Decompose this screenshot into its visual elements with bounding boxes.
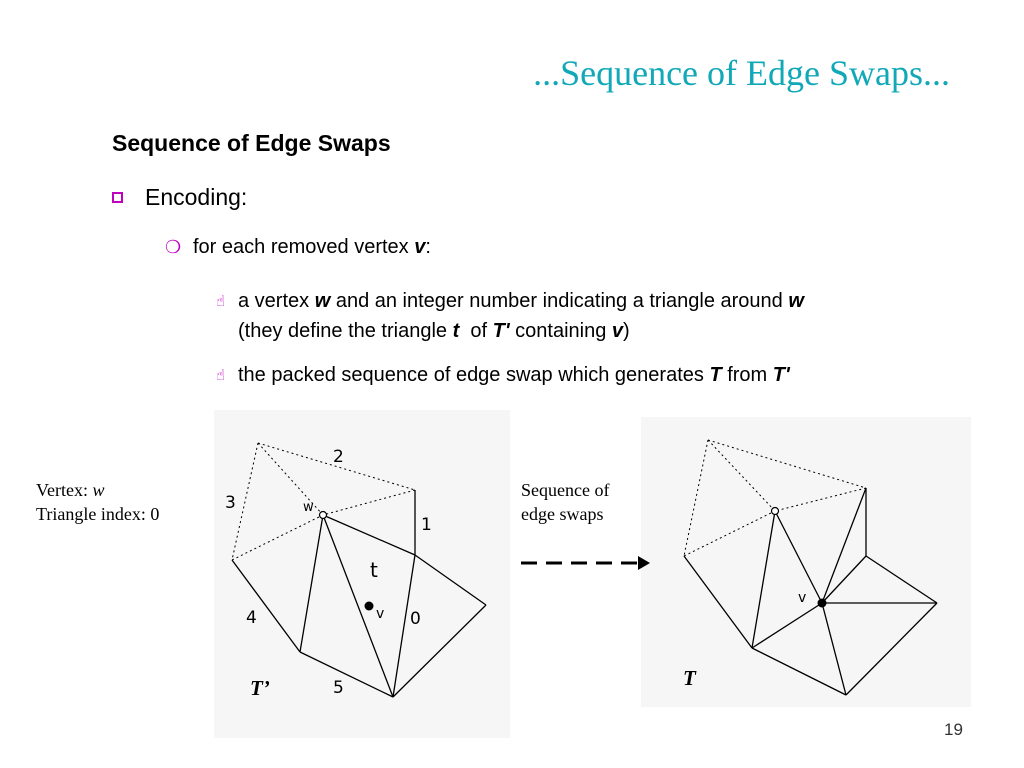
- edge: [322, 514, 394, 698]
- bullet-vertex-and-integer: ☝ a vertex w and an integer number indica…: [216, 286, 804, 346]
- t-label: T: [683, 666, 696, 690]
- swap-arrow: [521, 556, 650, 570]
- right-triangulation: v: [683, 439, 938, 696]
- left-dotted-edges: [231, 442, 416, 561]
- vertex-w-label: w: [303, 500, 314, 515]
- edge: [751, 647, 847, 696]
- edge: [414, 554, 487, 606]
- bullet-packed-sequence: ☝ the packed sequence of edge swap which …: [216, 364, 790, 387]
- vertex-w-marker: [770, 506, 780, 516]
- page-number: 19: [944, 720, 963, 739]
- vertex-v-marker: [364, 601, 374, 611]
- var-T: T: [709, 364, 722, 386]
- left-diagram-background: [214, 410, 510, 738]
- text-c: (they define the triangle: [238, 320, 453, 342]
- edge-number-label: 3: [225, 493, 236, 513]
- edge: [707, 439, 776, 512]
- edge: [821, 487, 867, 604]
- var-v: v: [611, 320, 624, 342]
- text-a: the packed sequence of edge swap which g…: [238, 364, 710, 386]
- text-b: and an integer number indicating a trian…: [330, 290, 789, 312]
- bullet-removed-vertex-text: for each removed vertex: [193, 236, 415, 258]
- edge: [683, 439, 709, 557]
- var-w: w: [314, 290, 331, 312]
- vertex-v-label: v: [376, 606, 384, 622]
- pointing-hand-icon: ☝: [216, 292, 226, 310]
- right-solid-edges: [683, 487, 938, 696]
- edge: [821, 555, 867, 604]
- edge: [322, 489, 416, 516]
- edge-number-label: 5: [333, 678, 344, 698]
- edge: [322, 514, 416, 556]
- middle-caption-line2: edge swaps: [521, 504, 604, 524]
- edge: [774, 510, 823, 604]
- var-v: v: [414, 236, 426, 258]
- edge: [683, 555, 753, 649]
- text-e: containing: [509, 320, 612, 342]
- edge: [231, 514, 324, 561]
- var-t-prime: T': [492, 320, 510, 342]
- edge: [257, 442, 324, 516]
- left-triangulation: 2 3 1 4 0 5 w v t: [225, 442, 487, 698]
- m-bullet-icon: ❍: [165, 237, 182, 258]
- vertex-v-marker: [817, 598, 827, 608]
- bullet-continuation: (they define the triangle t of T' contai…: [216, 316, 804, 346]
- slide-title: ...Sequence of Edge Swaps...: [533, 53, 950, 93]
- text-b: from: [721, 364, 773, 386]
- edge: [392, 604, 487, 698]
- edge: [821, 602, 847, 696]
- triangle-t-label: t: [370, 558, 378, 582]
- edge: [299, 651, 394, 698]
- edge: [845, 602, 938, 696]
- triangle-index-caption: Triangle index: 0: [36, 504, 160, 524]
- edge: [774, 487, 867, 512]
- edge-number-label: 1: [421, 515, 432, 535]
- edge-number-label: 0: [410, 609, 421, 629]
- pointing-hand-icon: ☝: [216, 366, 226, 384]
- text-f: ): [623, 320, 630, 342]
- edge: [392, 554, 416, 698]
- right-dotted-edges: [683, 439, 867, 557]
- edge: [707, 439, 867, 489]
- vertex-w-marker: [318, 510, 328, 520]
- text-a: a vertex: [238, 290, 315, 312]
- bullet-removed-vertex: ❍ for each removed vertex v:: [165, 236, 431, 259]
- vertex-v-label: v: [798, 590, 806, 606]
- edge: [231, 442, 259, 561]
- middle-caption-line1: Sequence of: [521, 480, 610, 500]
- text-d: of: [459, 320, 493, 342]
- left-solid-edges: [231, 490, 487, 698]
- edge: [299, 514, 324, 653]
- edge-number-label: 2: [333, 447, 344, 467]
- right-diagram-background: [641, 417, 971, 707]
- vertex-caption-label: Vertex:: [36, 480, 93, 500]
- edge: [751, 602, 823, 649]
- left-caption: Vertex: w Triangle index: 0: [36, 478, 159, 526]
- arrow-head-icon: [638, 556, 650, 570]
- edge: [257, 442, 416, 491]
- bullet-encoding: Encoding:: [112, 184, 247, 211]
- bullet-removed-vertex-colon: :: [425, 236, 431, 258]
- edge: [683, 510, 776, 557]
- var-t-prime: T': [772, 364, 790, 386]
- vertex-caption-value: w: [92, 480, 105, 500]
- section-heading: Sequence of Edge Swaps: [112, 130, 391, 156]
- edge: [231, 559, 301, 653]
- var-t: t: [452, 320, 460, 342]
- vertex-caption: Vertex: w: [36, 478, 159, 502]
- edge-number-label: 4: [246, 608, 257, 628]
- middle-caption: Sequence of edge swaps: [521, 478, 609, 526]
- var-w: w: [788, 290, 804, 312]
- t-prime-label: T’: [250, 676, 270, 700]
- edge: [865, 555, 938, 604]
- hollow-square-bullet-icon: [112, 192, 123, 203]
- edge: [751, 510, 776, 649]
- bullet-encoding-text: Encoding:: [145, 184, 248, 210]
